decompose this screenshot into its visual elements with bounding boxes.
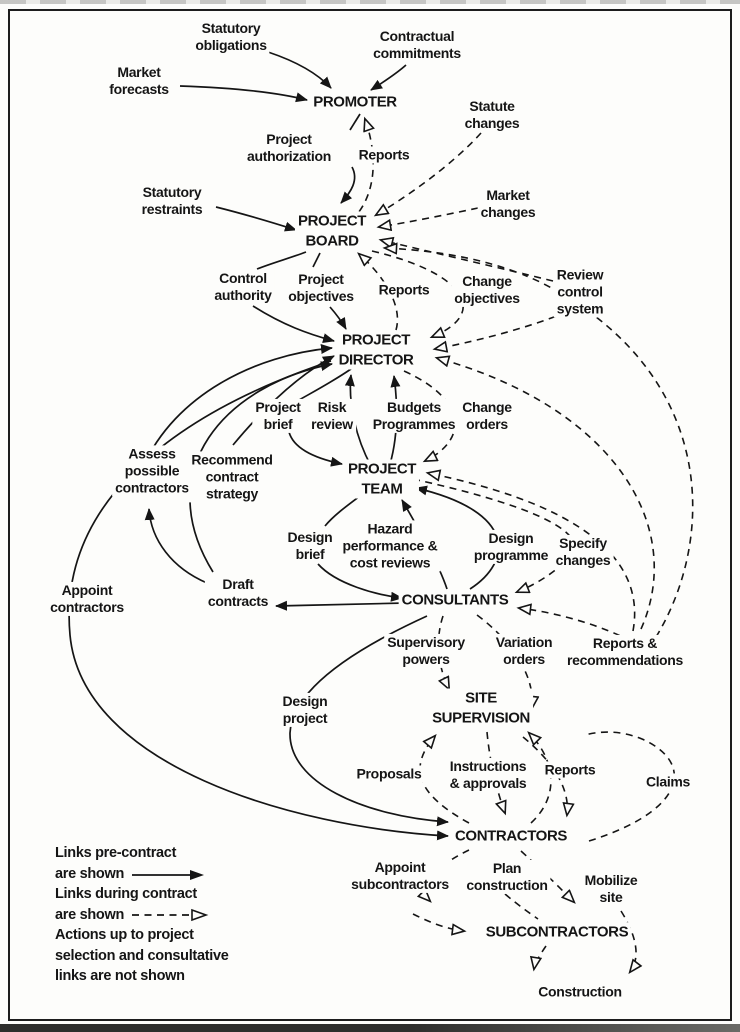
label-statutory-obligations: Statutory obligations <box>192 19 270 55</box>
label-statute-changes: Statute changes <box>461 97 523 133</box>
label-risk-review: Risk review <box>308 398 356 434</box>
label-appoint-contractors: Appoint contractors <box>47 581 127 617</box>
label-design-project: Design project <box>279 692 331 728</box>
link-control-authority-director <box>252 305 335 343</box>
node-project-team: PROJECT TEAM <box>344 459 420 499</box>
link-contractual-commitments-promoter <box>370 64 407 91</box>
label-draft-contracts: Draft contracts <box>204 575 272 611</box>
node-subcontractors: SUBCONTRACTORS <box>482 922 632 942</box>
label-project-authorization: Project authorization <box>244 130 334 166</box>
scan-artifact-top <box>0 0 740 4</box>
label-control-authority: Control authority <box>211 269 275 305</box>
legend-line-5: Actions up to project <box>55 927 194 943</box>
label-design-programme: Design programme <box>470 529 552 565</box>
label-supervisory-powers: Supervisory powers <box>384 633 468 669</box>
label-statutory-restraints: Statutory restraints <box>138 183 206 219</box>
label-recommend-contract-strategy: Recommend contract strategy <box>188 451 276 503</box>
dlink-subcontractors-construction <box>534 945 547 969</box>
stub-board-control-authority <box>256 251 307 270</box>
label-project-brief: Project brief <box>252 398 304 434</box>
link-assess-director <box>142 344 333 468</box>
label-change-orders: Change orders <box>459 398 515 434</box>
node-construction: Construction <box>535 983 625 1001</box>
label-specify-changes: Specify changes <box>552 534 614 570</box>
label-contractual-commitments: Contractual commitments <box>370 27 464 63</box>
link-draft-assess-contractors <box>144 508 208 584</box>
legend-line-6: selection and consultative <box>55 947 229 964</box>
label-market-forecasts: Market forecasts <box>106 63 172 99</box>
node-project-board: PROJECT BOARD <box>294 211 370 251</box>
label-proposals: Proposals <box>353 765 425 783</box>
legend-line-4: are shown <box>55 906 125 923</box>
legend-dashed-arrow-icon <box>132 908 209 921</box>
dlink-claims-curve <box>584 731 676 842</box>
node-contractors: CONTRACTORS <box>452 826 570 846</box>
label-reports-to-supervision: Reports <box>541 761 599 779</box>
link-consultants-draft-contracts <box>275 600 407 611</box>
dlink-plan-subcontractors <box>504 893 539 920</box>
label-market-changes: Market changes <box>477 186 539 222</box>
dlink-board-reports-promoter <box>350 119 373 222</box>
label-plan-construction: Plan construction <box>463 859 551 895</box>
stub-director-project-brief <box>298 368 352 401</box>
label-review-control-system: Review control system <box>553 266 607 318</box>
label-reports-to-promoter: Reports <box>355 146 413 164</box>
legend: Links pre-contract are shown Links durin… <box>55 843 229 987</box>
label-project-objectives: Project objectives <box>285 270 357 306</box>
legend-solid-arrow-icon <box>132 869 205 880</box>
label-mobilize-site: Mobilize site <box>581 871 641 907</box>
node-site-supervision: SITE SUPERVISION <box>429 688 533 728</box>
label-variation-orders: Variation orders <box>492 633 556 669</box>
dlink-reports-recs-team <box>428 473 636 632</box>
link-statutory-restraints-board <box>215 206 297 232</box>
dlink-reports-recs-director <box>437 358 656 630</box>
link-design-brief-consultants <box>317 563 403 602</box>
dlink-reports-recs-consultants <box>519 608 632 642</box>
node-promoter: PROMOTER <box>310 92 400 112</box>
legend-line-7: links are not shown <box>55 968 185 984</box>
scan-artifact-bottom <box>0 1024 740 1032</box>
link-authorization-board <box>340 166 356 204</box>
dlink-mobilize-construction <box>620 910 636 972</box>
link-statutory-obligations-promoter <box>267 51 332 89</box>
dlink-reports-recs-board <box>385 248 694 638</box>
dlink-market-changes-board <box>379 207 479 227</box>
link-appoint-contractors-contractors <box>68 360 449 841</box>
dlink-instructions-contractors <box>486 731 505 813</box>
dlink-review-control-director <box>435 311 568 349</box>
stub-board-objectives <box>312 252 321 268</box>
label-reports-to-board: Reports <box>375 281 433 299</box>
dlink-appoint-subcontractors-a <box>425 849 470 901</box>
dlink-plan-construction-mobilize <box>520 850 574 902</box>
dlink-appoint-subcontractors-b <box>412 913 464 931</box>
link-design-project-contractors <box>289 615 449 827</box>
stub-promoter-authorization <box>349 113 361 131</box>
node-consultants: CONSULTANTS <box>398 590 512 610</box>
label-budgets-programmes: Budgets Programmes <box>369 398 459 434</box>
label-design-brief: Design brief <box>284 528 336 564</box>
label-appoint-subcontractors: Appoint subcontractors <box>348 858 452 894</box>
label-reports-recommendations: Reports & recommendations <box>563 634 687 670</box>
label-change-objectives: Change objectives <box>451 272 523 308</box>
label-hazard-reviews: Hazard performance & cost reviews <box>339 520 441 572</box>
label-assess-possible-contractors: Assess possible contractors <box>112 445 192 497</box>
link-project-objectives-director <box>329 306 347 330</box>
legend-line-2: are shown <box>55 865 125 882</box>
label-claims: Claims <box>642 773 694 791</box>
link-project-brief-team <box>288 431 343 467</box>
link-market-forecasts-promoter <box>179 85 308 103</box>
legend-line-1: Links pre-contract <box>55 845 177 861</box>
dlink-board-change-objectives-director <box>371 250 464 337</box>
node-project-director: PROJECT DIRECTOR <box>335 330 417 370</box>
legend-line-3: Links during contract <box>55 886 197 902</box>
dlink-statute-changes-board <box>376 132 482 215</box>
label-instructions-approvals: Instructions & approvals <box>446 757 530 793</box>
